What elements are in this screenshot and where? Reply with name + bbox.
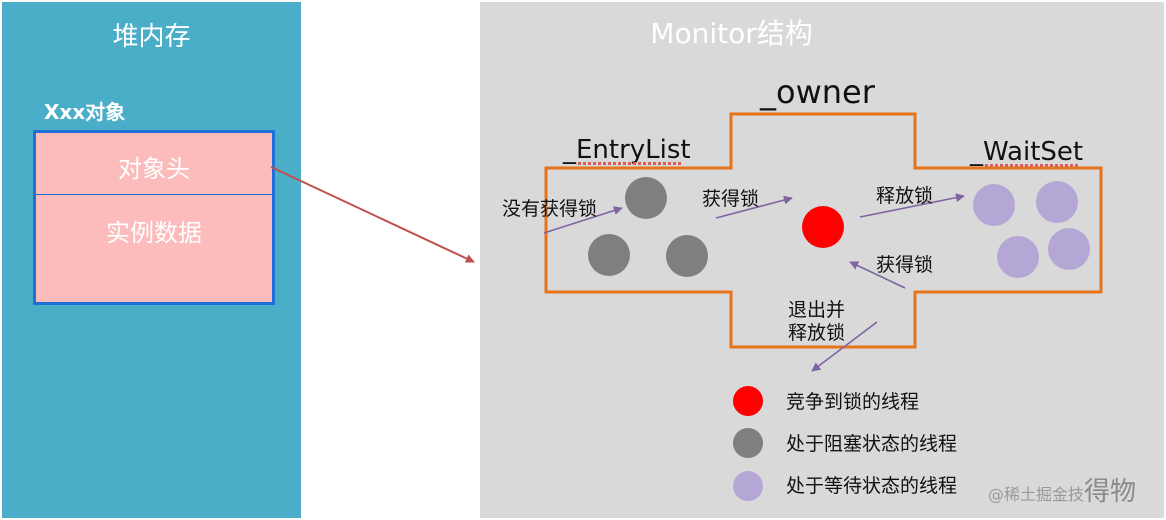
watermark: @稀土掘金技得物: [988, 478, 1136, 509]
waitset-to-owner-arrow: [849, 261, 906, 289]
exit-release-arrow: [811, 321, 878, 372]
spellcheck-underline: [578, 162, 682, 165]
instance-data-label: 实例数据: [106, 219, 202, 247]
blocked-thread: [625, 177, 667, 219]
entrylist-label: _EntryList: [563, 135, 691, 165]
legend-swatch-owner: [733, 386, 763, 416]
exit-label-line1: 退出并: [788, 299, 846, 321]
exit-label-line2: 释放锁: [788, 322, 846, 344]
legend-swatch-blocked: [733, 428, 763, 458]
monitor-frame: [544, 112, 1103, 349]
reacquire-lock-label: 获得锁: [876, 254, 934, 276]
owner-thread: [802, 206, 844, 248]
instance-data-box: [33, 194, 275, 305]
watermark-prefix: @稀土掘金技: [988, 485, 1085, 504]
blocked-thread: [666, 235, 708, 277]
entry-to-entrylist-arrow: [543, 206, 623, 234]
legend-swatch-waiting: [733, 471, 763, 501]
entrylist-to-owner-arrow: [715, 195, 793, 219]
release-lock-label: 释放锁: [876, 185, 934, 207]
legend-label-blocked: 处于阻塞状态的线程: [786, 433, 958, 455]
object-label: Xxx对象: [44, 100, 126, 124]
watermark-brand: 得物: [1084, 477, 1137, 507]
waitset-label: _WaitSet: [970, 137, 1084, 167]
object-to-monitor-arrow: [270, 166, 475, 263]
owner-to-waitset-arrow: [859, 193, 965, 218]
owner-label: _owner: [760, 73, 875, 111]
waiting-thread: [997, 236, 1039, 278]
heap-memory-title: 堆内存: [112, 22, 191, 52]
legend-label-waiting: 处于等待状态的线程: [786, 475, 958, 497]
waiting-thread: [1036, 181, 1078, 223]
waiting-thread: [973, 184, 1015, 226]
blocked-thread: [588, 234, 630, 276]
acquire-lock-label: 获得锁: [702, 188, 760, 210]
object-header-label: 对象头: [118, 155, 190, 183]
monitor-title: Monitor结构: [650, 17, 813, 50]
waiting-thread: [1048, 228, 1090, 270]
legend-label-owner: 竞争到锁的线程: [786, 391, 920, 413]
spellcheck-underline: [985, 164, 1079, 167]
no-lock-label: 没有获得锁: [502, 198, 598, 220]
